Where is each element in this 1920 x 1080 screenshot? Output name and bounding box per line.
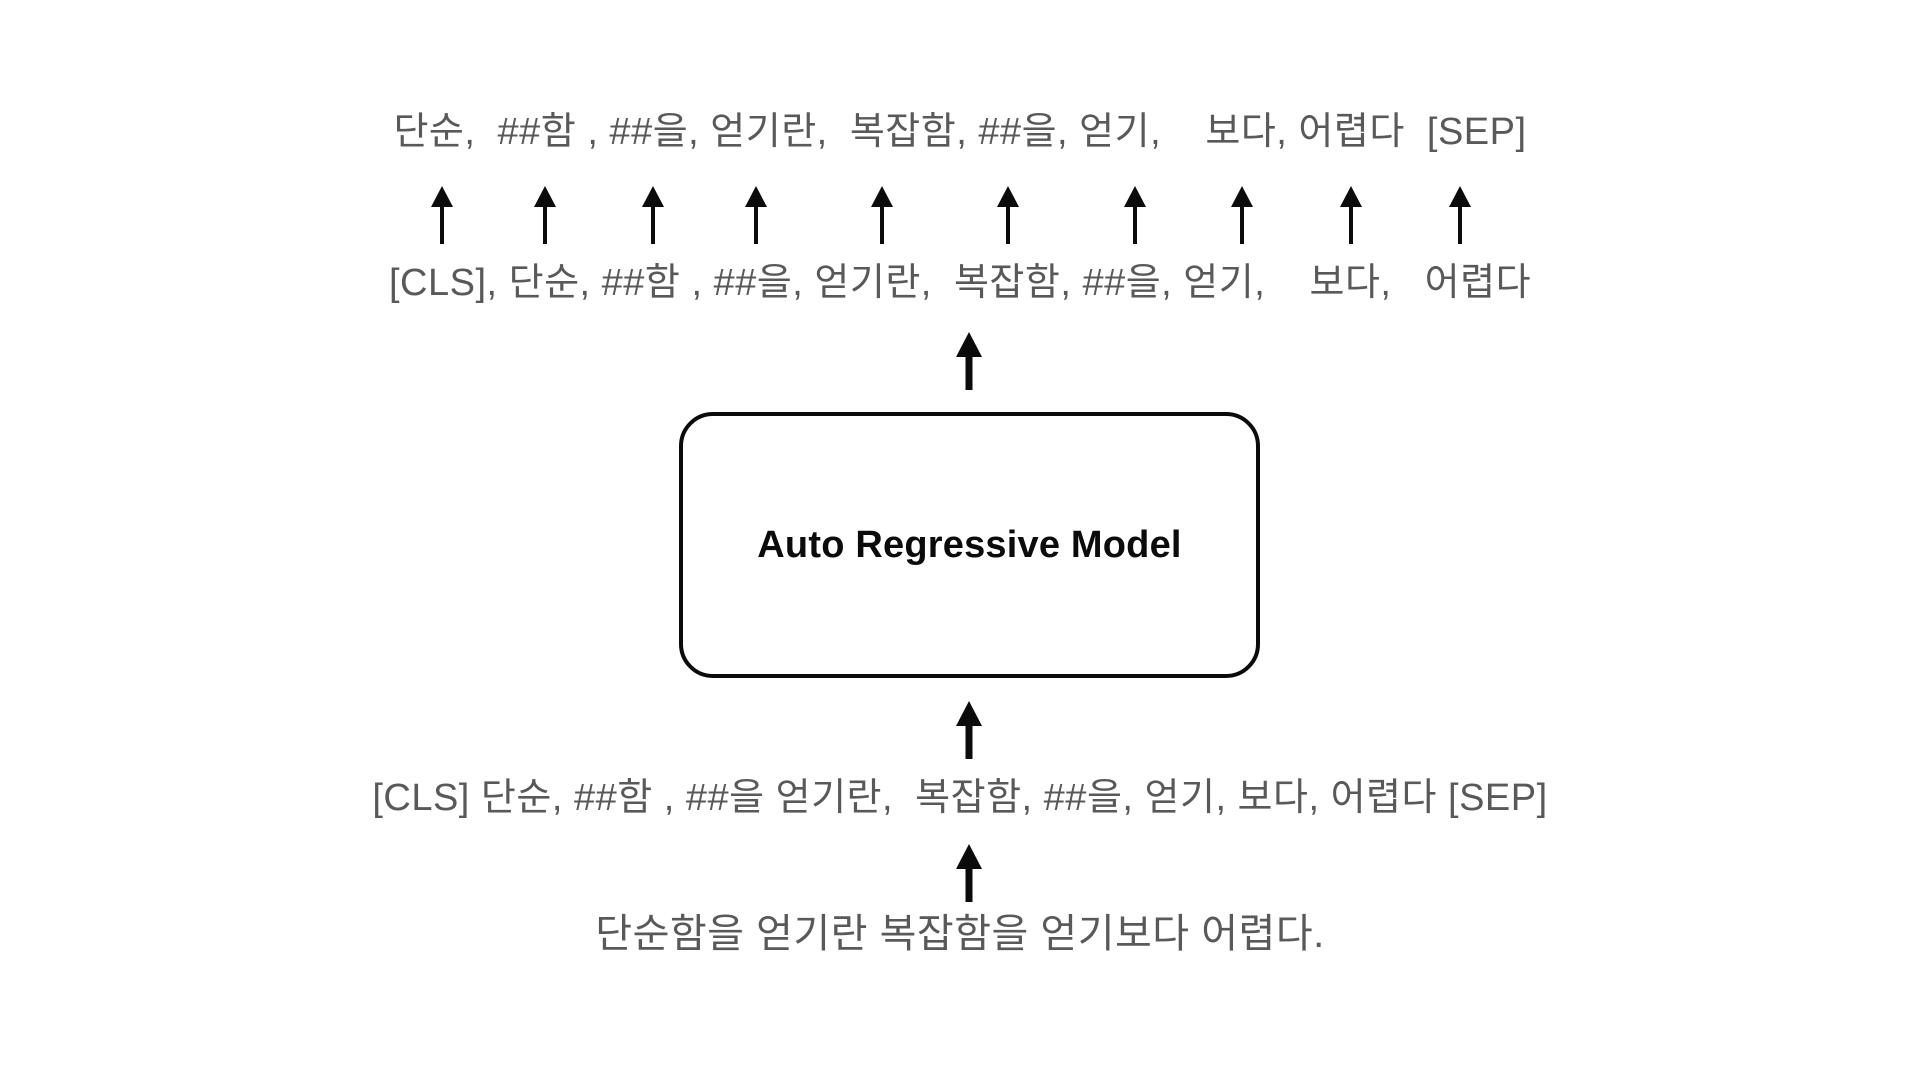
arrow-shaft xyxy=(651,203,655,244)
up-arrow-icon xyxy=(871,186,893,244)
up-arrow-icon xyxy=(1449,186,1471,244)
arrow-shaft xyxy=(965,722,973,759)
arrow-shaft xyxy=(1240,203,1244,244)
arrow-head xyxy=(1124,186,1146,207)
arrow-shaft xyxy=(965,353,973,390)
arrow-shaft xyxy=(1133,203,1137,244)
arrow-head xyxy=(956,332,982,357)
up-arrow-icon xyxy=(1231,186,1253,244)
arrow-head xyxy=(1340,186,1362,207)
arrow-head xyxy=(1449,186,1471,207)
tokenization-arrow-icon xyxy=(955,844,983,902)
arrow-head xyxy=(997,186,1019,207)
model-box: Auto Regressive Model xyxy=(679,412,1260,678)
arrow-head xyxy=(431,186,453,207)
arrow-shaft xyxy=(1349,203,1353,244)
arrow-shaft xyxy=(754,203,758,244)
output-token-row: 단순, ##함 , ##을, 얻기란, 복잡함, ##을, 얻기, 보다, 어렵… xyxy=(393,111,1527,153)
model-output-arrow-icon xyxy=(955,332,983,390)
arrow-head xyxy=(871,186,893,207)
up-arrow-icon xyxy=(745,186,767,244)
arrow-shaft xyxy=(1006,203,1010,244)
arrow-shaft xyxy=(965,865,973,902)
arrow-shaft xyxy=(1458,203,1462,244)
source-sentence: 단순함을 얻기란 복잡함을 얻기보다 어렵다. xyxy=(595,912,1325,956)
model-input-token-row: [CLS] 단순, ##함 , ##을 얻기란, 복잡함, ##을, 얻기, 보… xyxy=(372,777,1548,819)
up-arrow-icon xyxy=(534,186,556,244)
up-arrow-icon xyxy=(1340,186,1362,244)
up-arrow-icon xyxy=(642,186,664,244)
arrow-head xyxy=(534,186,556,207)
model-input-arrow-icon xyxy=(955,701,983,759)
up-arrow-icon xyxy=(431,186,453,244)
shifted-token-row: [CLS], 단순, ##함 , ##을, 얻기란, 복잡함, ##을, 얻기,… xyxy=(388,262,1532,304)
arrow-head xyxy=(1231,186,1253,207)
arrow-shaft xyxy=(543,203,547,244)
arrow-head xyxy=(956,701,982,726)
up-arrow-icon xyxy=(997,186,1019,244)
arrow-shaft xyxy=(880,203,884,244)
up-arrow-icon xyxy=(1124,186,1146,244)
model-box-label: Auto Regressive Model xyxy=(757,523,1182,566)
arrow-head xyxy=(642,186,664,207)
arrow-head xyxy=(745,186,767,207)
arrow-shaft xyxy=(440,203,444,244)
arrow-head xyxy=(956,844,982,869)
